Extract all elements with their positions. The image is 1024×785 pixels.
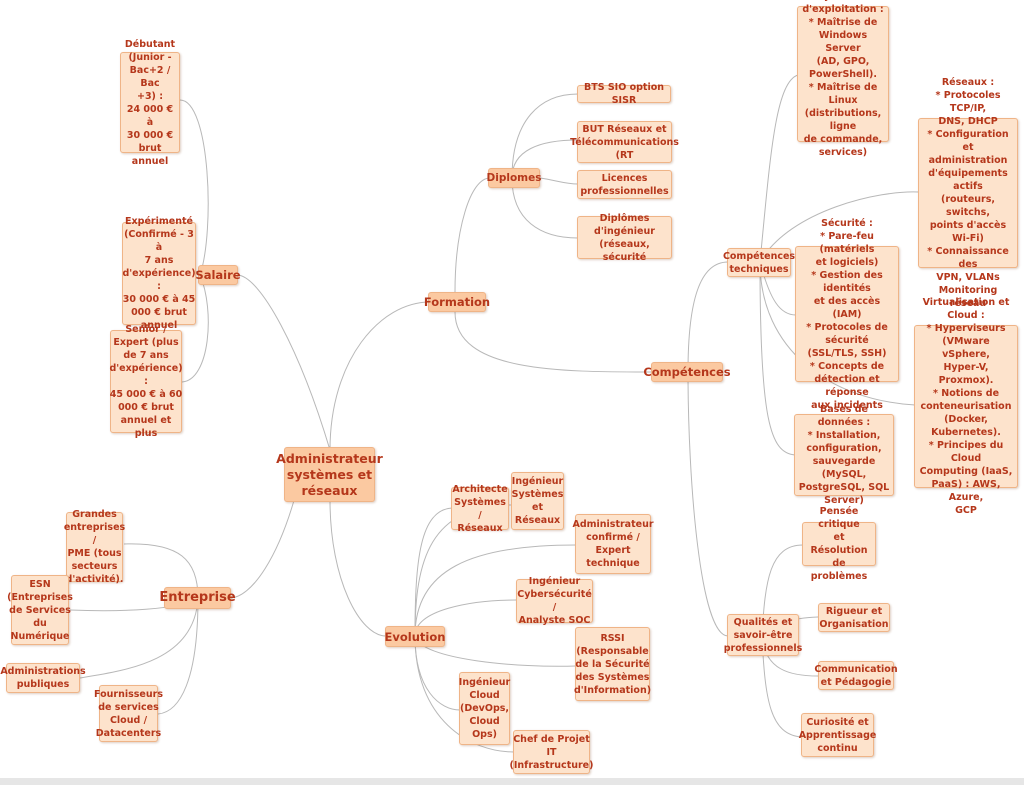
competences-techniques[interactable]: Compétences techniques xyxy=(723,248,795,277)
salaire-senior[interactable]: Senior / Expert (plus de 7 ans d'expérie… xyxy=(109,324,183,439)
entreprise-fournisseurs[interactable]: Fournisseurs de services Cloud / Datacen… xyxy=(94,685,163,742)
evolution-ingenieur-systemes[interactable]: Ingénieur Systèmes et Réseaux xyxy=(511,472,564,530)
competences-virtualisation[interactable]: Virtualisation et Cloud : * Hyperviseurs… xyxy=(914,297,1018,516)
branch-salaire[interactable]: Salaire xyxy=(195,265,241,285)
branch-competences[interactable]: Compétences xyxy=(643,362,731,382)
evolution-rssi[interactable]: RSSI (Responsable de la Sécurité des Sys… xyxy=(574,627,651,701)
branch-formation[interactable]: Formation xyxy=(424,292,490,312)
competences-securite[interactable]: Sécurité : * Pare-feu (matériels et logi… xyxy=(795,218,899,411)
branch-evolution[interactable]: Evolution xyxy=(385,626,445,647)
formation-bts[interactable]: BTS SIO option SISR xyxy=(577,82,671,106)
evolution-admin-confirme[interactable]: Administrateur confirmé / Expert techniq… xyxy=(572,514,654,574)
qualite-communication[interactable]: Communication et Pédagogie xyxy=(814,661,898,690)
formation-licences[interactable]: Licences professionnelles xyxy=(577,170,672,199)
qualite-pensee[interactable]: Pensée critique et Résolution de problèm… xyxy=(802,506,876,582)
salaire-experimente[interactable]: Expérimenté (Confirmé - 3 à 7 ans d'expé… xyxy=(122,216,196,331)
entreprise-administrations[interactable]: Administrations publiques xyxy=(0,663,86,693)
formation-but[interactable]: BUT Réseaux et Télécommunications (RT xyxy=(570,121,679,163)
formation-diplomes[interactable]: Diplomes xyxy=(487,168,541,188)
entreprise-grandes[interactable]: Grandes entreprises / PME (tous secteurs… xyxy=(63,509,126,585)
root-node[interactable]: Administrateur systèmes et réseaux xyxy=(276,447,383,502)
entreprise-esn[interactable]: ESN (Entreprises de Services du Numériqu… xyxy=(7,575,73,645)
qualite-curiosite[interactable]: Curiosité et Apprentissage continu xyxy=(799,713,876,757)
competences-qualites[interactable]: Qualités et savoir-être professionnels xyxy=(724,614,802,656)
competences-bases[interactable]: Bases de données : * Installation, confi… xyxy=(794,404,894,506)
qualite-rigueur[interactable]: Rigueur et Organisation xyxy=(818,603,890,632)
evolution-architecte[interactable]: Architecte Systèmes / Réseaux xyxy=(451,483,509,534)
bottom-scrollbar[interactable] xyxy=(0,778,1024,785)
evolution-cybersecurite[interactable]: Ingénieur Cybersécurité / Analyste SOC xyxy=(516,576,593,626)
evolution-chef-projet[interactable]: Chef de Projet IT (Infrastructure) xyxy=(510,730,593,774)
salaire-debutant[interactable]: Débutant (Junior - Bac+2 / Bac +3) : 24 … xyxy=(120,39,180,167)
evolution-cloud[interactable]: Ingénieur Cloud (DevOps, Cloud Ops) xyxy=(459,672,510,745)
competences-systemes[interactable]: Systèmes d'exploitation : * Maîtrise de … xyxy=(797,0,889,158)
branch-entreprise[interactable]: Entreprise xyxy=(159,587,236,609)
competences-reseaux[interactable]: Réseaux : * Protocoles TCP/IP, DNS, DHCP… xyxy=(918,77,1018,309)
formation-ingenieur[interactable]: Diplômes d'ingénieur (réseaux, sécurité xyxy=(577,213,672,263)
